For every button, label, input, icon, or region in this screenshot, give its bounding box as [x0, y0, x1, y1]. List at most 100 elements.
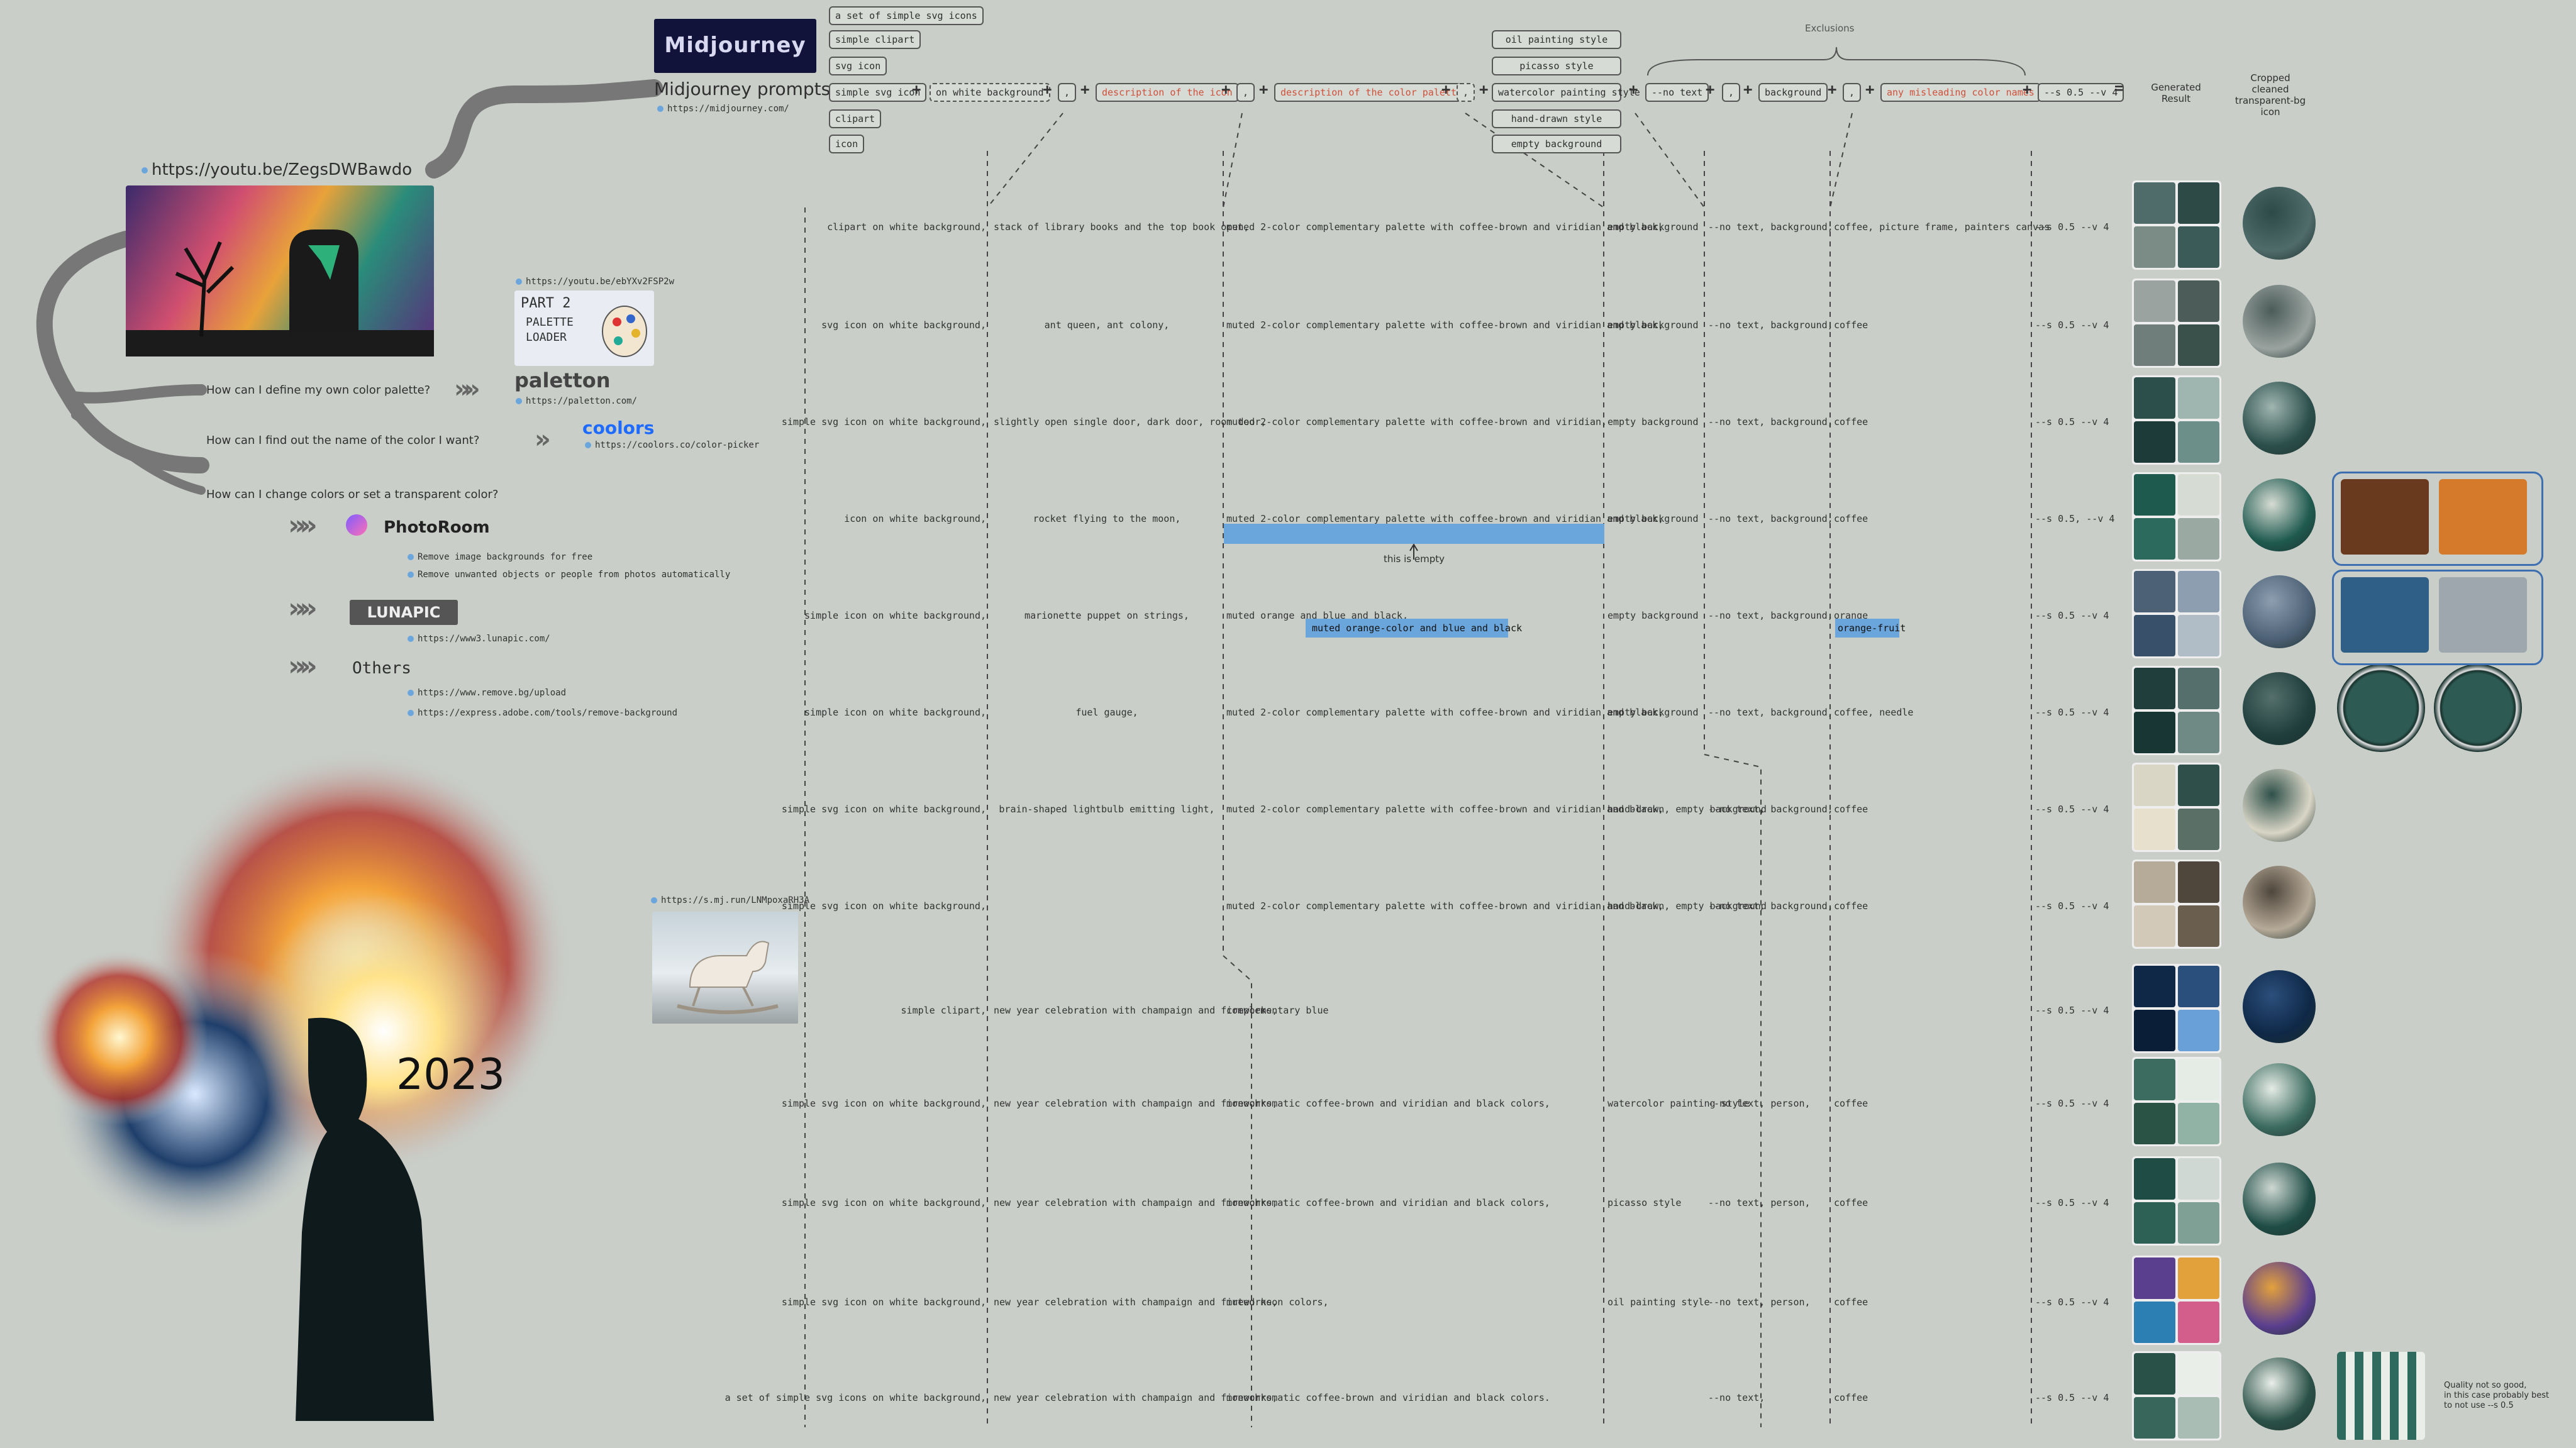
generated-variant[interactable] — [2178, 474, 2219, 516]
lunapic-url[interactable]: https://www3.lunapic.com/ — [408, 634, 550, 644]
generated-result-grid[interactable] — [2132, 763, 2221, 852]
generated-result-grid[interactable] — [2132, 1256, 2221, 1345]
generated-variant[interactable] — [2178, 421, 2219, 463]
generated-variant[interactable] — [2178, 1353, 2219, 1395]
cropped-icon[interactable] — [2243, 1163, 2316, 1235]
video-link[interactable]: https://youtu.be/ZegsDWBawdo — [142, 160, 412, 179]
generated-variant[interactable] — [2178, 905, 2219, 947]
generated-variant[interactable] — [2178, 1397, 2219, 1439]
generated-variant[interactable] — [2134, 765, 2175, 806]
cropped-icon[interactable] — [2243, 285, 2316, 358]
generated-variant[interactable] — [2178, 809, 2219, 850]
comma-chip[interactable]: , — [1236, 83, 1255, 102]
variant-set-chip[interactable]: a set of simple svg icons — [829, 6, 984, 25]
generated-variant[interactable] — [2134, 1010, 2175, 1051]
alt-result-thumbnail[interactable] — [2439, 479, 2527, 555]
photoroom-name[interactable]: PhotoRoom — [384, 518, 490, 537]
cropped-icon[interactable] — [2243, 970, 2316, 1043]
horse-image-url[interactable]: https://s.mj.run/LNMpoxaRH3A — [651, 895, 809, 905]
generated-result-grid[interactable] — [2132, 279, 2221, 368]
generated-variant[interactable] — [2178, 1059, 2219, 1100]
generated-variant[interactable] — [2134, 280, 2175, 322]
generated-result-grid[interactable] — [2132, 180, 2221, 270]
generated-variant[interactable] — [2178, 1257, 2219, 1299]
generated-result-grid[interactable] — [2132, 1351, 2221, 1440]
generated-variant[interactable] — [2134, 905, 2175, 947]
generated-variant[interactable] — [2178, 1302, 2219, 1343]
generated-variant[interactable] — [2134, 421, 2175, 463]
generated-variant[interactable] — [2178, 861, 2219, 903]
cropped-icon[interactable] — [2243, 1262, 2316, 1335]
generated-variant[interactable] — [2134, 1103, 2175, 1144]
generated-variant[interactable] — [2178, 280, 2219, 322]
generated-variant[interactable] — [2178, 324, 2219, 366]
generated-variant[interactable] — [2178, 765, 2219, 806]
cropped-icon[interactable] — [2243, 382, 2316, 455]
cropped-icon[interactable] — [2243, 1063, 2316, 1136]
coolors-url[interactable]: https://coolors.co/color-picker — [585, 440, 759, 450]
comma-chip[interactable]: , — [1843, 83, 1862, 102]
generated-variant[interactable] — [2134, 182, 2175, 224]
on-white-chip[interactable]: on white background — [930, 83, 1050, 102]
midjourney-logo[interactable]: Midjourney — [654, 19, 816, 73]
generated-variant[interactable] — [2134, 1302, 2175, 1343]
alt-result-thumbnail[interactable] — [2341, 577, 2429, 653]
generated-variant[interactable] — [2178, 712, 2219, 753]
generated-variant[interactable] — [2134, 1397, 2175, 1439]
icon-description-chip[interactable]: description of the icon — [1096, 83, 1239, 102]
cropped-icon[interactable] — [2243, 478, 2316, 551]
lunapic-logo[interactable]: LUNAPIC — [350, 600, 458, 625]
palette-description-chip[interactable]: description of the color palette — [1274, 83, 1468, 102]
generated-variant[interactable] — [2178, 668, 2219, 709]
generated-variant[interactable] — [2178, 615, 2219, 656]
comma-chip[interactable]: , — [1058, 83, 1077, 102]
cropped-icon[interactable] — [2243, 187, 2316, 260]
style-option-chip[interactable]: empty background — [1492, 135, 1621, 153]
other-link[interactable]: https://express.adobe.com/tools/remove-b… — [408, 708, 677, 718]
alt-result-thumbnail[interactable] — [2341, 479, 2429, 555]
type-option-chip[interactable]: simple svg icon — [829, 83, 927, 102]
midjourney-url[interactable]: https://midjourney.com/ — [657, 104, 789, 114]
marionette-alt-results[interactable] — [2332, 570, 2543, 665]
other-link[interactable]: https://www.remove.bg/upload — [408, 688, 566, 698]
generated-result-grid[interactable] — [2132, 964, 2221, 1053]
generated-variant[interactable] — [2178, 1010, 2219, 1051]
generated-variant[interactable] — [2178, 518, 2219, 560]
rocket-alt-results[interactable] — [2332, 472, 2543, 566]
generated-variant[interactable] — [2134, 1353, 2175, 1395]
generated-variant[interactable] — [2134, 1059, 2175, 1100]
generated-variant[interactable] — [2178, 182, 2219, 224]
style-option-chip[interactable]: watercolor painting style — [1492, 83, 1640, 102]
comma-chip[interactable]: , — [1457, 83, 1475, 102]
background-chip[interactable]: background — [1758, 83, 1828, 102]
misleading-colors-chip[interactable]: any misleading color names — [1880, 83, 2041, 102]
generated-variant[interactable] — [2134, 712, 2175, 753]
generated-variant[interactable] — [2134, 668, 2175, 709]
generated-variant[interactable] — [2134, 474, 2175, 516]
type-option-chip[interactable]: simple clipart — [829, 30, 921, 49]
palette-loader-thumbnail[interactable]: PART 2 PALETTE LOADER — [514, 290, 654, 366]
generated-variant[interactable] — [2134, 324, 2175, 366]
generated-result-grid[interactable] — [2132, 569, 2221, 658]
paletton-url[interactable]: https://paletton.com/ — [516, 396, 637, 406]
cropped-icon[interactable] — [2243, 1357, 2316, 1430]
generated-result-grid[interactable] — [2132, 375, 2221, 465]
generated-result-grid[interactable] — [2132, 1156, 2221, 1246]
generated-variant[interactable] — [2134, 615, 2175, 656]
generated-variant[interactable] — [2134, 518, 2175, 560]
generated-variant[interactable] — [2134, 226, 2175, 268]
generated-result-grid[interactable] — [2132, 1057, 2221, 1146]
cropped-icon[interactable] — [2243, 575, 2316, 648]
style-option-chip[interactable]: oil painting style — [1492, 30, 1621, 49]
generated-variant[interactable] — [2178, 226, 2219, 268]
palette-video-link[interactable]: https://youtu.be/ebYXv2FSP2w — [516, 277, 674, 287]
generated-variant[interactable] — [2134, 1202, 2175, 1244]
generated-variant[interactable] — [2178, 966, 2219, 1007]
coolors-logo[interactable]: coolors — [582, 417, 655, 438]
generated-variant[interactable] — [2178, 571, 2219, 612]
generated-variant[interactable] — [2134, 1158, 2175, 1200]
generated-variant[interactable] — [2134, 966, 2175, 1007]
cropped-icon[interactable] — [2243, 672, 2316, 745]
type-option-chip[interactable]: svg icon — [829, 57, 887, 75]
type-option-chip[interactable]: clipart — [829, 109, 882, 128]
